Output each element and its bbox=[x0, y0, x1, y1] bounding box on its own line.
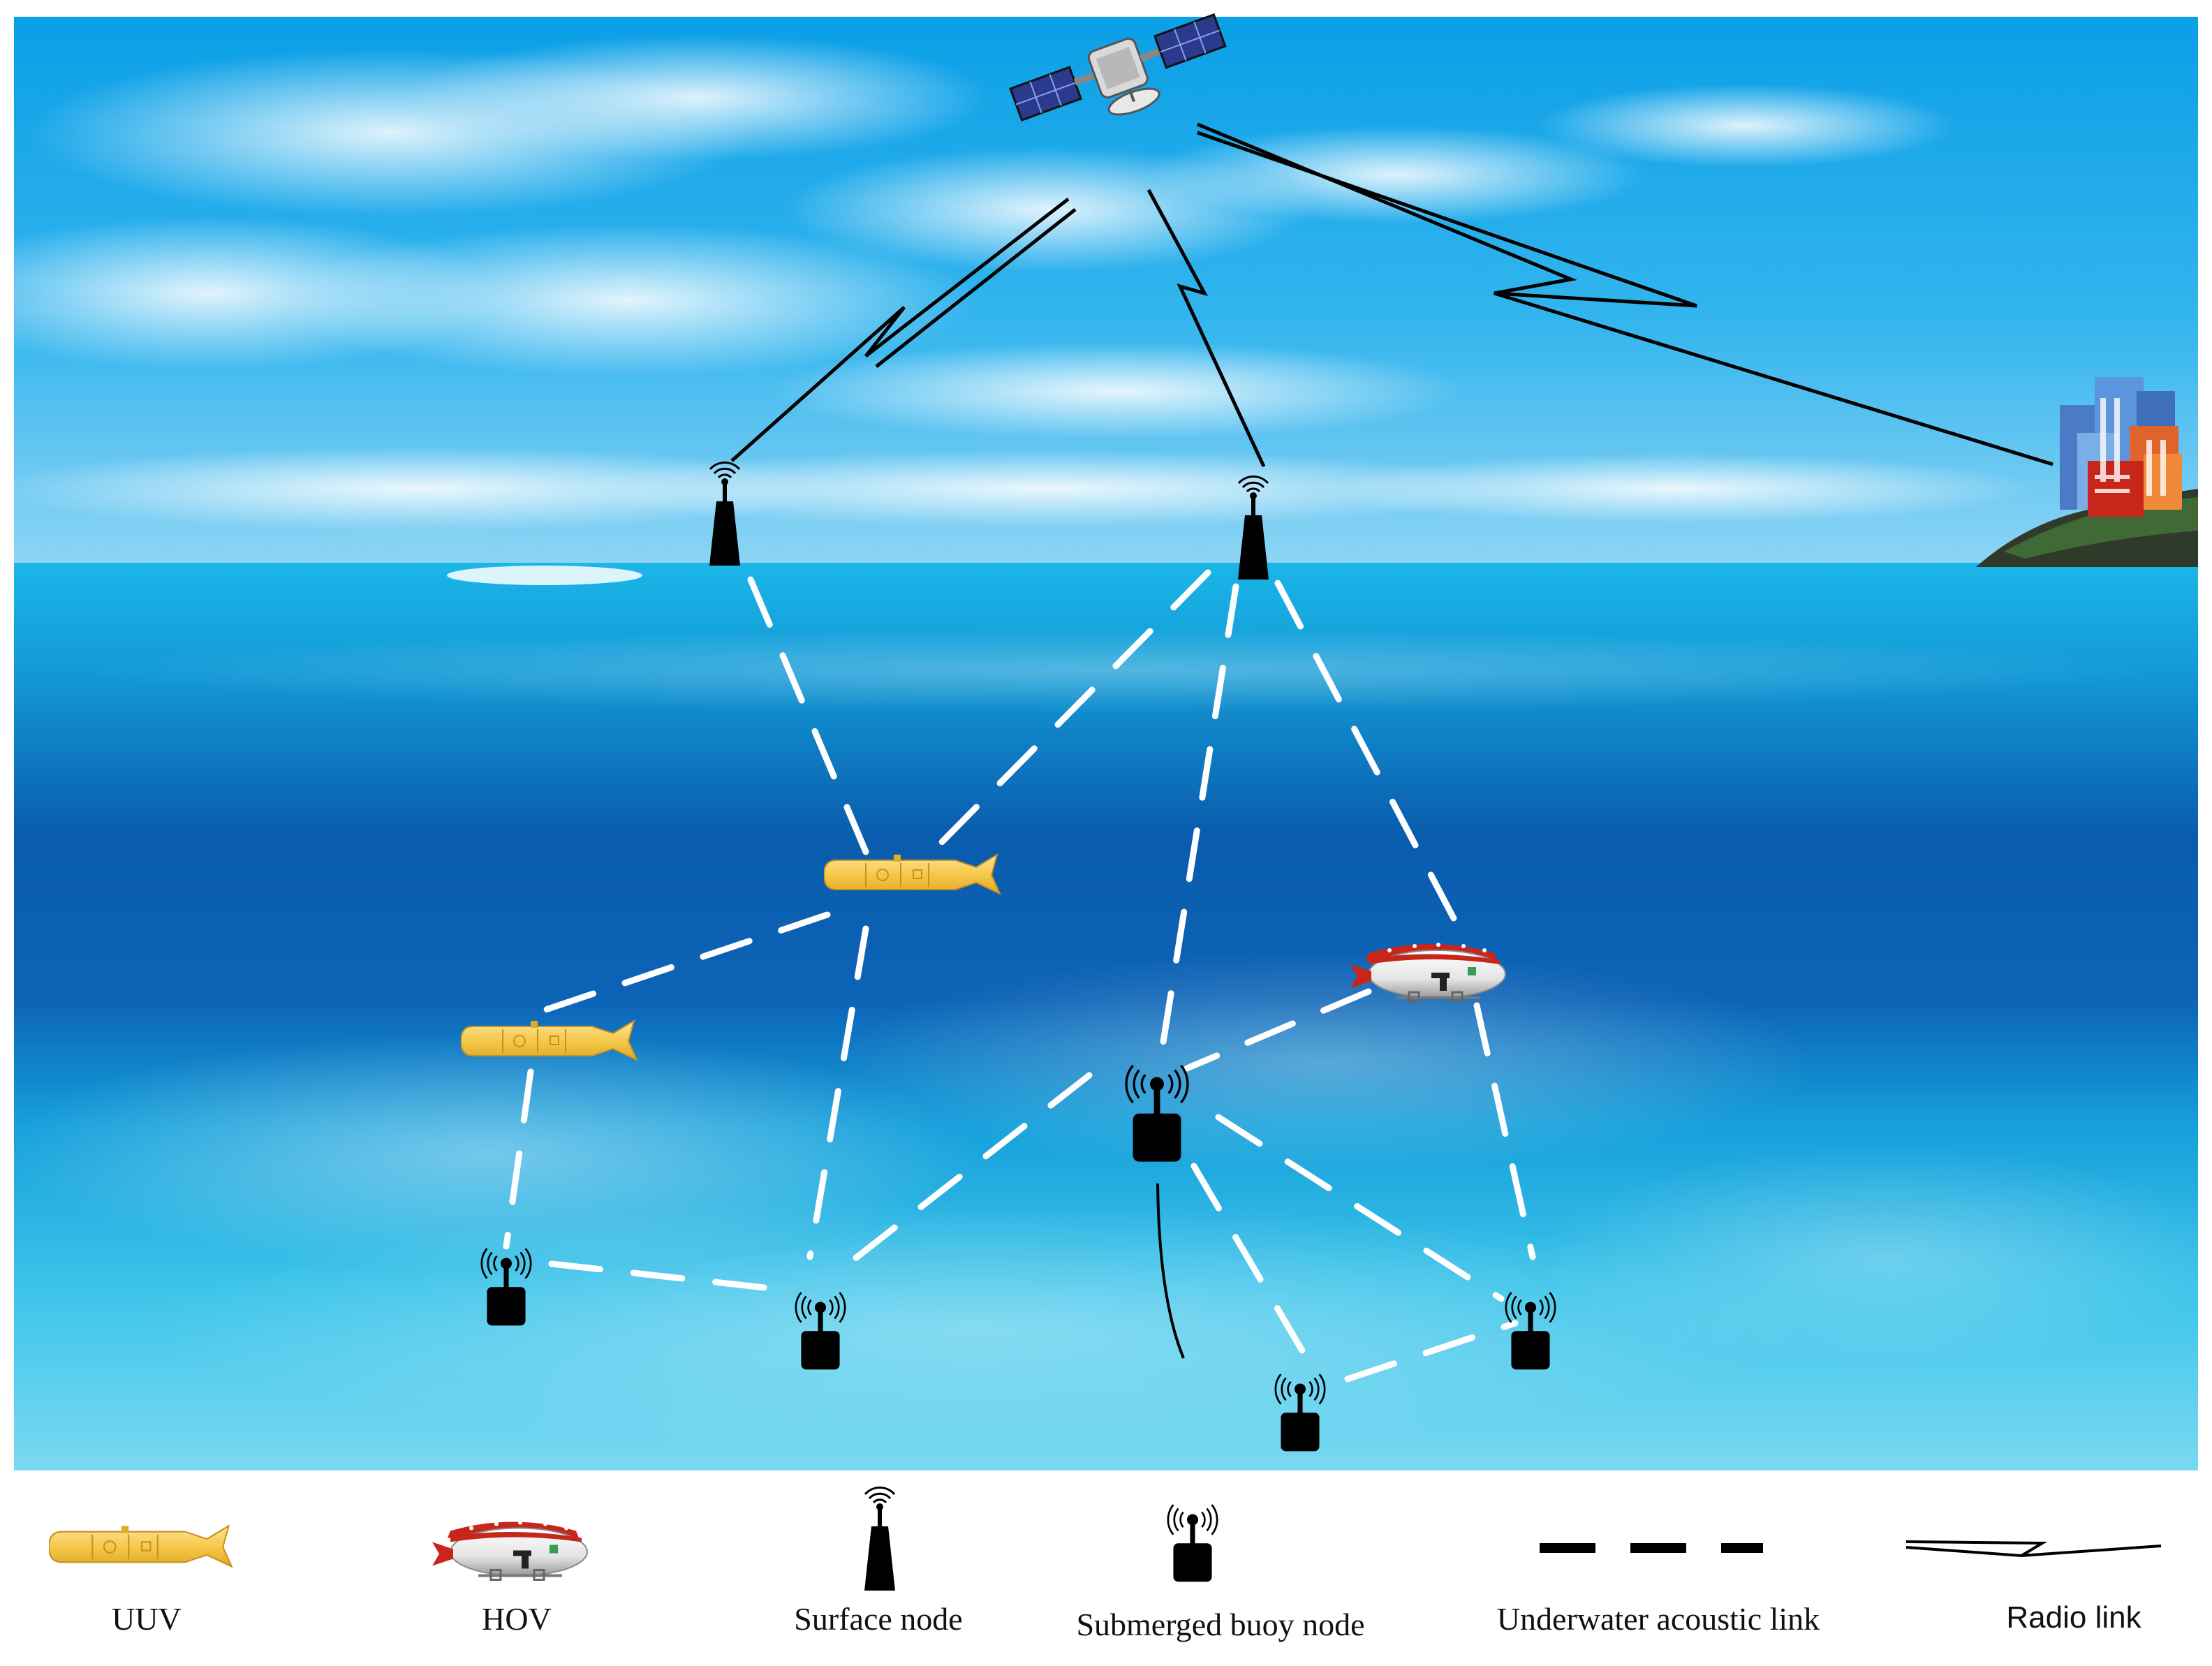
legend-label-submerged-buoy-node: Submerged buoy node bbox=[1076, 1607, 1365, 1642]
acoustic-link bbox=[747, 576, 869, 855]
acoustic-link bbox=[1190, 1163, 1316, 1372]
acoustic-link bbox=[1156, 583, 1239, 1072]
legend-surface-node-icon bbox=[863, 1487, 897, 1591]
acoustic-links bbox=[503, 569, 1536, 1383]
satellite-icon bbox=[1009, 13, 1227, 122]
acoustic-link bbox=[806, 925, 869, 1260]
legend-label-uuv: UUV bbox=[112, 1601, 182, 1637]
acoustic-link bbox=[1215, 1114, 1505, 1302]
acoustic-link bbox=[1473, 1002, 1536, 1260]
clouds bbox=[0, 35, 2039, 531]
legend-label-hov: HOV bbox=[482, 1601, 552, 1637]
radio-link-satellite-city bbox=[1197, 122, 2054, 466]
sea-sheen bbox=[0, 566, 2212, 1452]
radio-links bbox=[730, 122, 2054, 468]
legend-radio-link-icon bbox=[1905, 1540, 2162, 1557]
legend bbox=[49, 1487, 2162, 1591]
acoustic-link bbox=[845, 1072, 1093, 1267]
legend-hov-icon bbox=[432, 1521, 587, 1580]
acoustic-link bbox=[1184, 988, 1372, 1072]
acoustic-link bbox=[534, 911, 831, 1016]
radio-link-satellite-surface-2 bbox=[1146, 189, 1266, 468]
radio-link-satellite-surface-1b bbox=[875, 208, 1077, 368]
acoustic-link bbox=[932, 569, 1211, 852]
radio-link-satellite-surface-1 bbox=[730, 198, 1070, 462]
legend-label-surface-node: Surface node bbox=[794, 1601, 963, 1637]
legend-label-acoustic-link: Underwater acoustic link bbox=[1496, 1601, 1820, 1637]
buoy-tether bbox=[1156, 1183, 1185, 1359]
legend-buoy-icon bbox=[1167, 1503, 1218, 1583]
legend-label-radio-link: Radio link bbox=[2006, 1600, 2141, 1635]
city-icon bbox=[1976, 377, 2198, 567]
acoustic-link bbox=[1274, 580, 1466, 939]
acoustic-link bbox=[503, 1068, 534, 1250]
acoustic-link bbox=[1344, 1320, 1519, 1383]
acoustic-link bbox=[548, 1260, 792, 1294]
legend-uuv-icon bbox=[49, 1525, 233, 1568]
radio-link-satellite-city-b bbox=[1197, 131, 1697, 308]
